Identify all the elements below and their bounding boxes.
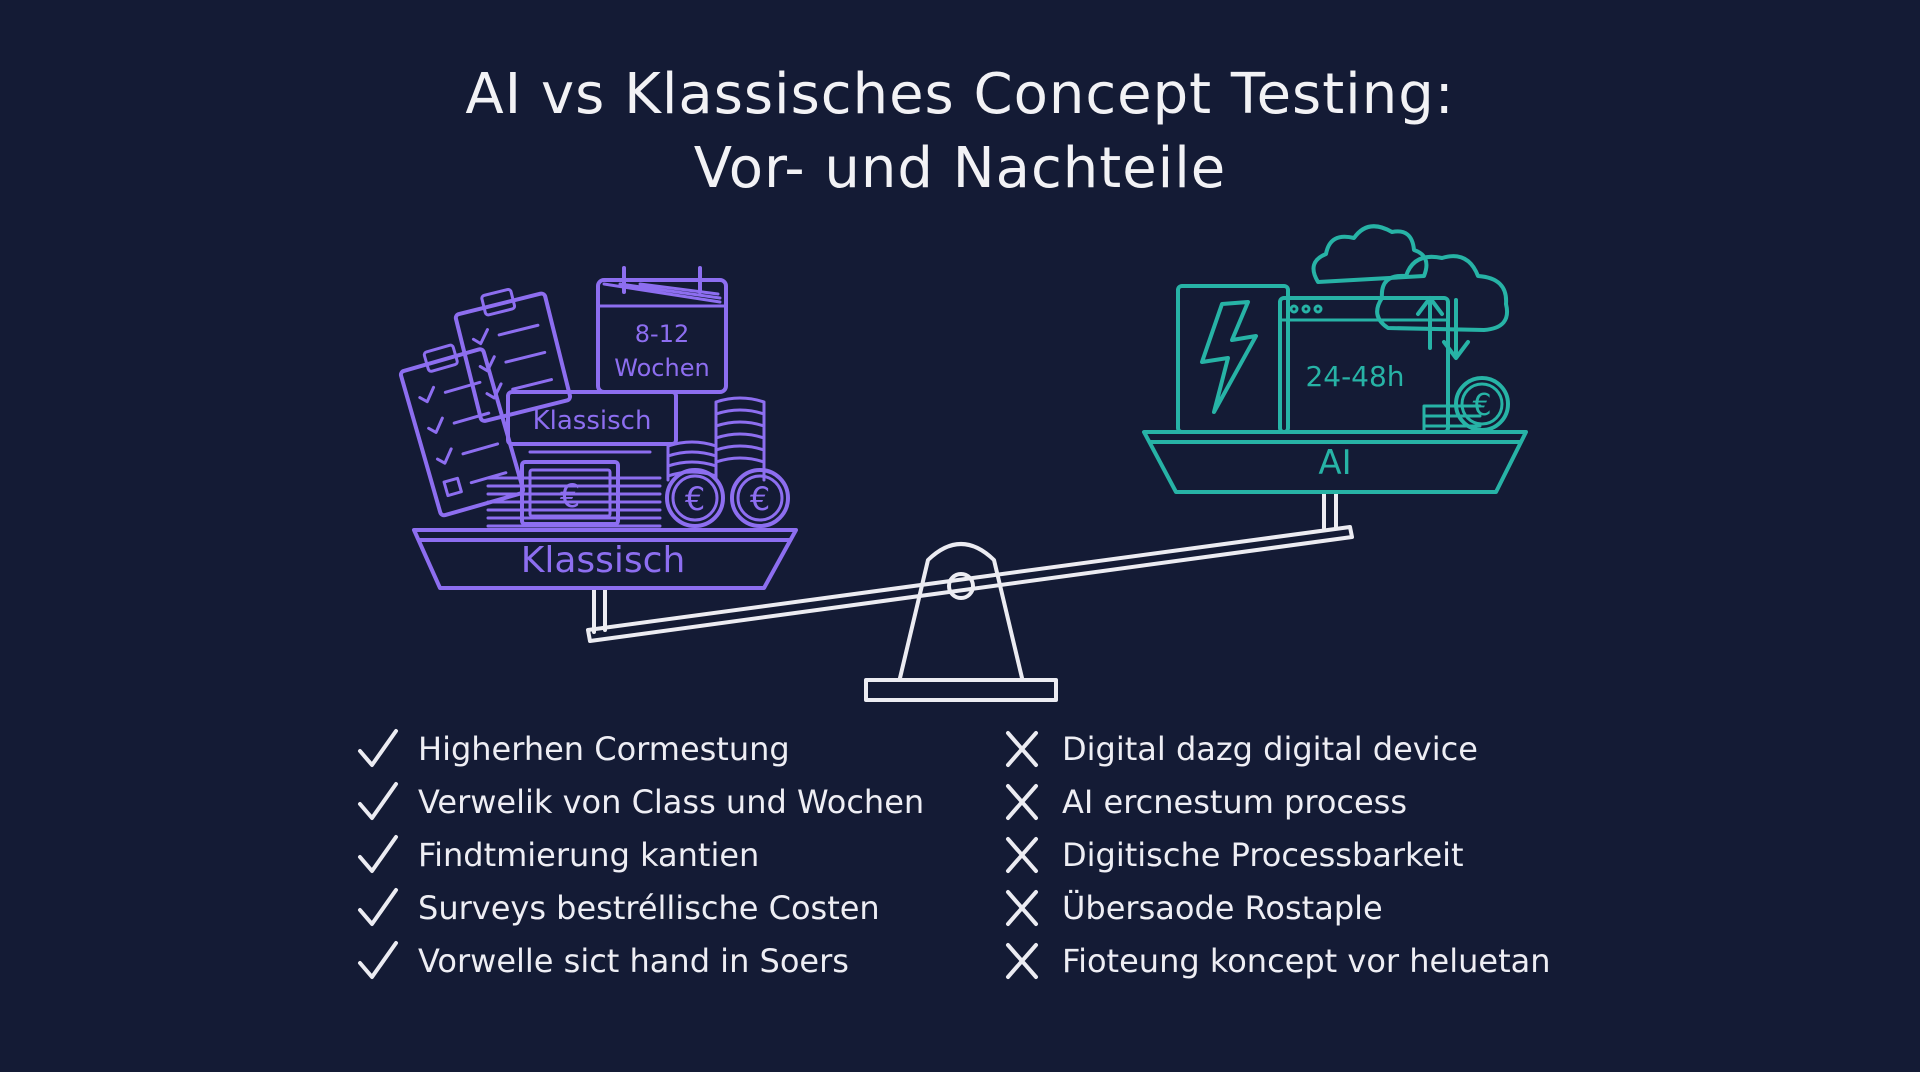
seesaw-fulcrum — [898, 542, 1024, 680]
classic-pan — [412, 528, 798, 590]
pro-item: Findtmierung kantien — [354, 828, 924, 881]
seesaw-beam — [586, 525, 1354, 643]
con-item-text: Übersaode Rostaple — [1062, 888, 1383, 927]
pro-item-text: Vorwelle sict hand in Soers — [418, 941, 849, 980]
coin-stack-icon — [666, 396, 766, 482]
cons-list: Digital dazg digital device AI ercnestum … — [998, 722, 1551, 987]
cross-icon — [998, 725, 1046, 773]
con-item: Digitische Processbarkeit — [998, 828, 1551, 881]
cross-icon — [998, 937, 1046, 985]
checkmark-icon — [354, 778, 402, 826]
con-item: Fioteung koncept vor heluetan — [998, 934, 1551, 987]
classic-box-label: Klassisch — [533, 406, 652, 436]
checkmark-icon — [354, 831, 402, 879]
cloud-icon — [1375, 254, 1509, 332]
seesaw-pivot — [947, 572, 975, 600]
pro-item-text: Verwelik von Class und Wochen — [418, 782, 925, 821]
euro-coin-icon: € — [665, 468, 725, 528]
pro-item: Vorwelle sict hand in Soers — [354, 934, 924, 987]
left-support-post — [592, 588, 607, 634]
clipboard-checklist-icon — [398, 343, 526, 518]
classic-pan-label: Klassisch — [521, 540, 686, 581]
coin-currency: € — [685, 480, 705, 518]
checkmark-icon — [354, 884, 402, 932]
cross-icon — [998, 831, 1046, 879]
con-item: Digital dazg digital device — [998, 722, 1551, 775]
pro-item: Verwelik von Class und Wochen — [354, 775, 924, 828]
con-item: AI ercnestum process — [998, 775, 1551, 828]
ai-duration: 24-48h — [1305, 360, 1404, 393]
pro-item-text: Surveys bestréllische Costen — [418, 888, 880, 927]
pro-item-text: Higherhen Cormestung — [418, 729, 790, 768]
title-line-2: Vor- und Nachteile — [693, 136, 1227, 201]
euro-coin-icon: € — [730, 468, 790, 528]
calendar-icon: 8-12 Wochen — [596, 266, 728, 394]
ai-pan-label: AI — [1318, 443, 1351, 483]
upload-download-arrows-icon — [1416, 296, 1470, 360]
lightning-icon — [1176, 284, 1290, 434]
pro-item: Higherhen Cormestung — [354, 722, 924, 775]
title-line-1: AI vs Klassisches Concept Testing: — [465, 62, 1455, 127]
pro-item: Surveys bestréllische Costen — [354, 881, 924, 934]
clipboard-checklist-icon — [453, 287, 573, 423]
seesaw-ground — [864, 678, 1058, 702]
banknote-icon: € — [486, 442, 662, 528]
cross-icon — [998, 778, 1046, 826]
cloud-icon — [1311, 224, 1429, 284]
calendar-duration-range: 8-12 — [635, 320, 689, 348]
ai-coin-currency: € — [1472, 388, 1491, 423]
con-item-text: Digital dazg digital device — [1062, 729, 1478, 768]
cross-icon — [998, 884, 1046, 932]
ai-side: AI 24-48h — [1142, 224, 1528, 494]
checkmark-icon — [354, 937, 402, 985]
classic-label-box: Klassisch — [506, 390, 678, 446]
pro-item-text: Findtmierung kantien — [418, 835, 760, 874]
con-item: Übersaode Rostaple — [998, 881, 1551, 934]
con-item-text: AI ercnestum process — [1062, 782, 1408, 821]
seesaw — [586, 490, 1354, 702]
right-support-post — [1322, 490, 1338, 530]
euro-coin-icon: € — [1422, 376, 1510, 432]
banknote-currency: € — [560, 477, 580, 515]
browser-window-icon: 24-48h — [1278, 296, 1450, 434]
page-title: AI vs Klassisches Concept Testing: Vor- … — [0, 58, 1920, 206]
checkmark-icon — [354, 725, 402, 773]
calendar-duration-unit: Wochen — [614, 354, 709, 382]
con-item-text: Digitische Processbarkeit — [1062, 835, 1464, 874]
coin-currency: € — [750, 480, 770, 518]
con-item-text: Fioteung koncept vor heluetan — [1062, 941, 1551, 980]
classic-side: Klassisch 8-12 Wochen Klassisch — [398, 266, 798, 590]
